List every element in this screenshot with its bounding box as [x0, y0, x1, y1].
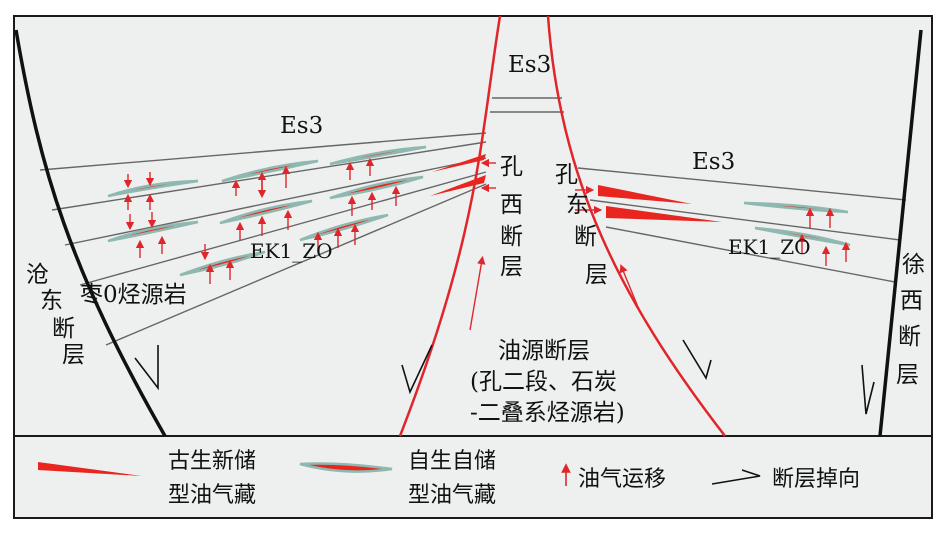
legend-self-reservoir-symbol — [299, 462, 393, 473]
kongdong-fault-label: 孔 东 断 层 — [555, 162, 608, 288]
legend-item1-line2: 型油气藏 — [168, 483, 256, 508]
es3-right-label: Es3 — [692, 149, 735, 175]
svg-text:东: 东 — [566, 192, 589, 218]
outer-frame — [13, 15, 933, 519]
paleo-reservoirs-right — [598, 185, 722, 222]
legend-item2-line1: 自生自储 — [408, 449, 496, 474]
legend-item1-line1: 古生新储 — [168, 449, 256, 474]
xuxi-fault-label: 徐 西 断 层 — [896, 252, 925, 388]
svg-text:-二叠系烃源岩): -二叠系烃源岩) — [470, 400, 625, 426]
cangdong-fault-line — [14, 29, 167, 437]
xuxi-fault-line — [878, 29, 923, 437]
svg-text:孔: 孔 — [500, 154, 523, 180]
svg-text:层: 层 — [500, 254, 523, 280]
paleo-reservoirs-left — [430, 154, 486, 196]
svg-text:沧: 沧 — [26, 262, 49, 288]
svg-text:徐: 徐 — [902, 252, 925, 278]
svg-text:层: 层 — [896, 362, 919, 388]
left-layer-lines — [39, 132, 487, 346]
es3-left-label: Es3 — [280, 113, 323, 139]
svg-text:孔: 孔 — [555, 162, 578, 188]
legend-fault-throw-symbol — [711, 469, 761, 485]
migration-arrows — [123, 157, 851, 331]
kongxi-fault-line — [398, 15, 502, 437]
svg-text:层: 层 — [585, 262, 608, 288]
fault-throw-symbols — [134, 339, 875, 415]
svg-text:西: 西 — [900, 288, 923, 314]
svg-text:断: 断 — [500, 224, 523, 250]
es3-center-label: Es3 — [508, 52, 551, 78]
legend-panel — [14, 436, 932, 518]
right-layer-lines — [577, 167, 907, 283]
svg-text:东: 东 — [40, 288, 63, 314]
svg-text:油源断层: 油源断层 — [498, 338, 590, 364]
legend-item2-line2: 型油气藏 — [408, 483, 496, 508]
svg-text:(孔二段、石炭: (孔二段、石炭 — [470, 369, 617, 395]
svg-text:断: 断 — [574, 224, 597, 250]
kongdong-fault-line — [546, 15, 726, 437]
ek1-right-label: EK1_ZO — [728, 235, 811, 259]
svg-text:层: 层 — [62, 342, 85, 368]
ek1-left-label: EK1_ZO — [250, 239, 333, 263]
self-reservoirs-left — [107, 145, 427, 277]
legend: 古生新储 型油气藏 自生自储 型油气藏 油气运移 断层掉向 — [38, 449, 860, 508]
svg-text:断: 断 — [898, 324, 921, 350]
center-layer-lines — [490, 97, 564, 113]
legend-paleo-reservoir-symbol — [38, 462, 142, 476]
kongxi-fault-label: 孔 西 断 层 — [500, 154, 523, 280]
svg-text:西: 西 — [500, 192, 523, 218]
legend-item3-label: 油气运移 — [578, 467, 666, 492]
svg-text:断: 断 — [52, 316, 75, 342]
cangdong-fault-label: 沧 东 断 层 — [26, 262, 85, 368]
legend-item4-label: 断层掉向 — [772, 467, 860, 492]
source-rock-left-label: 枣0烃源岩 — [80, 282, 187, 308]
oil-source-fault-label: 油源断层 (孔二段、石炭 -二叠系烃源岩) — [470, 338, 625, 426]
